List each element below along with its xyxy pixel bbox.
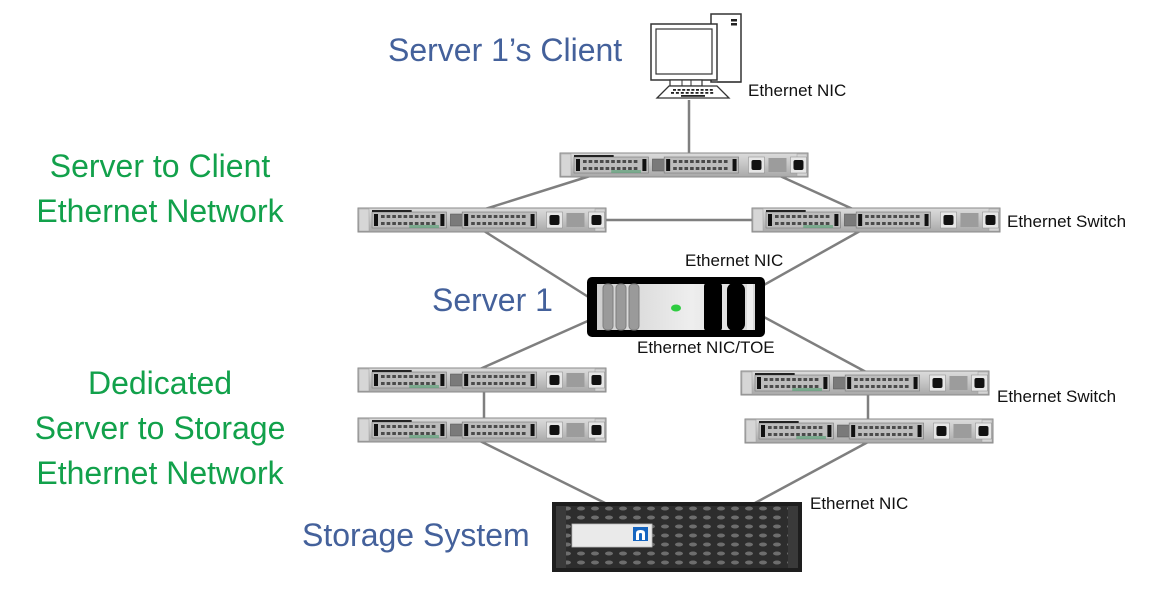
power-socket-icon	[932, 378, 943, 388]
node-sw-sr2	[744, 418, 994, 444]
server-nic-label: Ethernet NIC	[685, 251, 784, 270]
node-storage	[552, 502, 802, 572]
storage-network-line-2: Server to Storage	[34, 410, 286, 446]
port-block	[855, 211, 931, 229]
node-client	[650, 13, 742, 99]
node-sw-sl2	[357, 417, 607, 443]
client-network-line-2: Ethernet Network	[36, 193, 284, 229]
client-network-line-1: Server to Client	[49, 148, 271, 184]
power-socket-icon	[549, 215, 560, 225]
link-sw-core-sw-left	[481, 174, 591, 212]
power-socket-icon	[978, 426, 989, 436]
storage-network-line-3: Ethernet Network	[36, 455, 284, 491]
port-block	[844, 374, 920, 392]
link-server1-sw-sl1	[479, 318, 591, 371]
link-sw-core-sw-right	[779, 174, 856, 212]
port-block	[461, 421, 537, 439]
power-socket-icon	[591, 425, 602, 435]
server-nic-toe-label: Ethernet NIC/TOE	[637, 338, 775, 357]
link-sw-sr2-storage	[754, 440, 869, 505]
storage-logo-icon	[633, 527, 648, 541]
node-sw-core	[559, 152, 809, 178]
power-socket-icon	[936, 426, 947, 436]
power-socket-icon	[943, 215, 954, 225]
node-sw-sl1	[357, 367, 607, 393]
node-sw-right	[751, 207, 1001, 233]
client-nic-label: Ethernet NIC	[748, 81, 847, 100]
power-socket-icon	[793, 160, 804, 170]
node-server1	[587, 277, 765, 337]
storage-nic-label: Ethernet NIC	[810, 494, 909, 513]
bottom-switch-label: Ethernet Switch	[997, 387, 1117, 406]
power-socket-icon	[751, 160, 762, 170]
node-sw-sr1	[740, 370, 990, 396]
storage-heading: Storage System	[302, 517, 530, 553]
port-block	[461, 211, 537, 229]
power-socket-icon	[549, 375, 560, 385]
link-sw-right-server1	[761, 229, 861, 288]
port-block	[461, 371, 537, 389]
power-socket-icon	[591, 215, 602, 225]
node-sw-left	[357, 207, 607, 233]
top-switch-label: Ethernet Switch	[1007, 212, 1127, 231]
power-socket-icon	[549, 425, 560, 435]
server-heading: Server 1	[432, 282, 553, 318]
power-socket-icon	[591, 375, 602, 385]
storage-network-line-1: Dedicated	[87, 365, 233, 401]
link-sw-sl2-storage	[479, 439, 606, 505]
link-sw-left-server1	[483, 229, 591, 300]
status-led-icon	[671, 304, 681, 312]
link-server1-sw-sr1	[761, 314, 867, 374]
nodes-layer	[357, 13, 1001, 572]
power-socket-icon	[985, 215, 996, 225]
storage-bezel-label	[571, 523, 653, 548]
links-layer	[479, 100, 870, 505]
port-block	[848, 422, 924, 440]
client-network-label: Server to Client Ethernet Network	[10, 144, 310, 234]
storage-network-label: Dedicated Server to Storage Ethernet Net…	[10, 361, 310, 496]
client-heading: Server 1’s Client	[388, 32, 623, 68]
port-block	[663, 156, 739, 174]
power-socket-icon	[974, 378, 985, 388]
